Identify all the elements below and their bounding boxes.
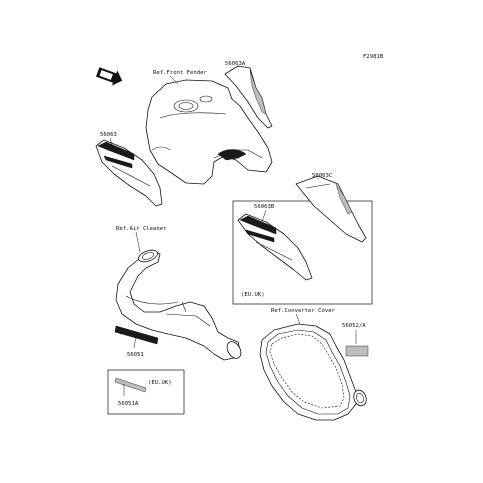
eu-uk-box-lower xyxy=(107,369,185,415)
label-56063A: 56063A xyxy=(225,61,246,67)
converter-cover xyxy=(259,323,367,421)
label-plate-56052A xyxy=(345,345,369,357)
leader-56063B xyxy=(261,209,267,223)
eu-uk-box-upper xyxy=(232,200,373,305)
air-cleaner-duct xyxy=(115,249,242,361)
label-56052A: 56052/A xyxy=(342,323,366,329)
label-56063C: 56063C xyxy=(312,173,332,179)
leader-ref-air-cleaner xyxy=(135,231,141,253)
label-56051: 56051 xyxy=(127,352,144,358)
label-ref-front-fender: Ref.Front Fender xyxy=(153,70,208,76)
label-ref-converter-cover: Ref.Converter Cover xyxy=(271,308,336,314)
label-eu-uk-lower: (EU.UK) xyxy=(148,380,172,386)
front-fender-cover xyxy=(145,79,273,185)
leader-56051 xyxy=(133,335,137,349)
label-56063B: 56063B xyxy=(254,204,275,210)
label-eu-uk-upper: (EU.UK) xyxy=(241,292,265,298)
decal-56063 xyxy=(95,139,163,207)
label-ref-air-cleaner: Ref.Air Cleaner xyxy=(116,226,167,232)
leader-ref-front-fender xyxy=(169,75,179,85)
decal-56051 xyxy=(114,325,159,345)
front-arrow-icon xyxy=(96,67,123,86)
figure-code: F2981B xyxy=(363,54,384,60)
decal-56063A xyxy=(224,65,273,129)
leader-56063 xyxy=(109,137,114,149)
decal-56063C xyxy=(295,175,367,243)
label-56051A: 56051A xyxy=(118,401,139,407)
label-56063: 56063 xyxy=(100,132,117,138)
decal-56051A xyxy=(114,377,147,393)
decal-56063B xyxy=(237,213,313,281)
leader-ref-converter-cover xyxy=(295,313,301,325)
